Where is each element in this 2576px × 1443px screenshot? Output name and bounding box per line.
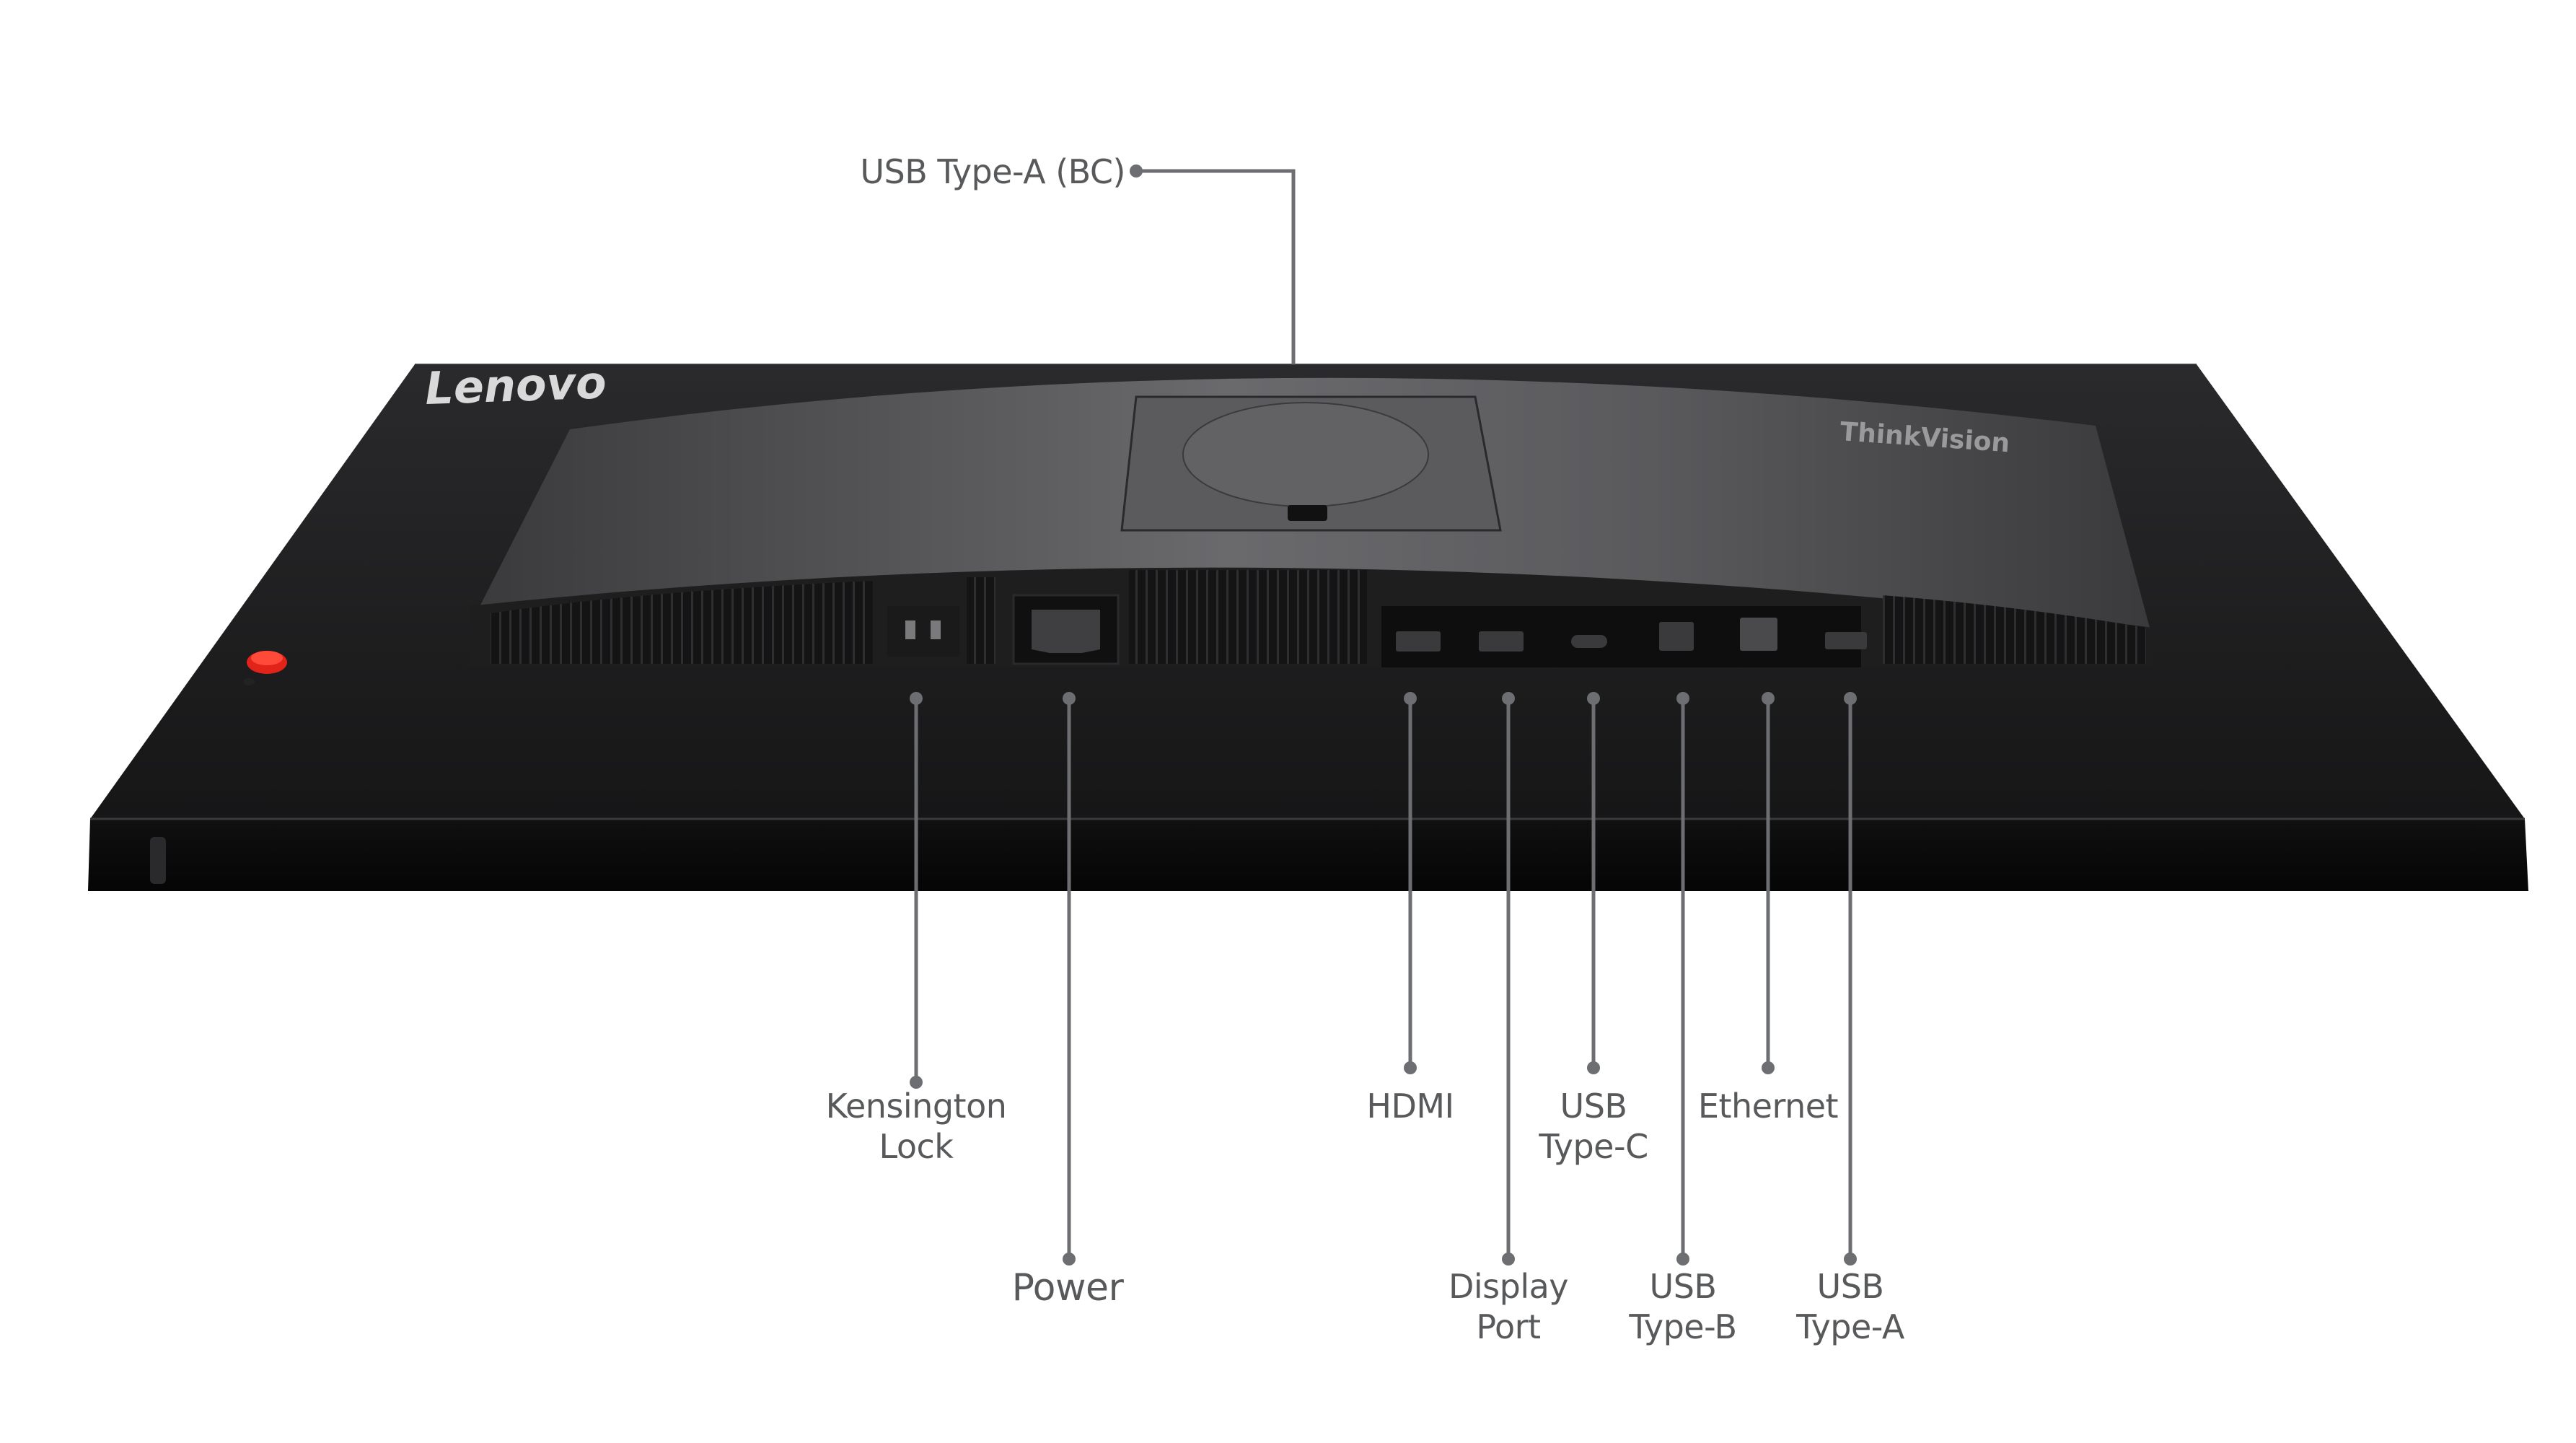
- rear-housing: [469, 377, 2153, 667]
- label-usb-type-a: USB Type-A: [1796, 1267, 1904, 1346]
- ethernet-port: [1740, 618, 1777, 651]
- usb-a-port: [1825, 632, 1867, 649]
- label-usb-a-bc: USB Type-A (BC): [860, 152, 1125, 191]
- displayport-port: [1479, 631, 1524, 652]
- label-power: Power: [1011, 1266, 1124, 1310]
- io-port-panel: [1381, 606, 1861, 667]
- label-displayport: Display Port: [1448, 1267, 1569, 1346]
- leader-usb-a-bc: [1136, 169, 1296, 364]
- power-button: [243, 651, 287, 685]
- lenovo-logo: Lenovo: [424, 356, 607, 415]
- callout-dots: [910, 165, 1857, 1266]
- stand-mount-disc: [1182, 402, 1429, 507]
- label-hdmi: HDMI: [1366, 1087, 1454, 1126]
- usb-b-port: [1659, 622, 1694, 651]
- hdmi-port: [1396, 631, 1441, 652]
- kensington-slot: [905, 620, 915, 639]
- center-vent-grille: [1129, 570, 1367, 664]
- label-usb-type-c: USB Type-C: [1539, 1087, 1648, 1166]
- left-vent-grille: [491, 581, 873, 664]
- cable-clip: [150, 837, 166, 884]
- label-usb-type-b: USB Type-B: [1629, 1267, 1737, 1346]
- label-ethernet: Ethernet: [1697, 1087, 1839, 1126]
- label-kensington-lock: Kensington Lock: [825, 1087, 1007, 1166]
- right-vent-grille: [1883, 595, 2146, 664]
- usb-c-port: [1571, 635, 1607, 648]
- svg-text:Lenovo: Lenovo: [424, 356, 607, 415]
- stand-release-latch: [1288, 505, 1327, 521]
- callout-leader-lines: [914, 169, 1852, 1259]
